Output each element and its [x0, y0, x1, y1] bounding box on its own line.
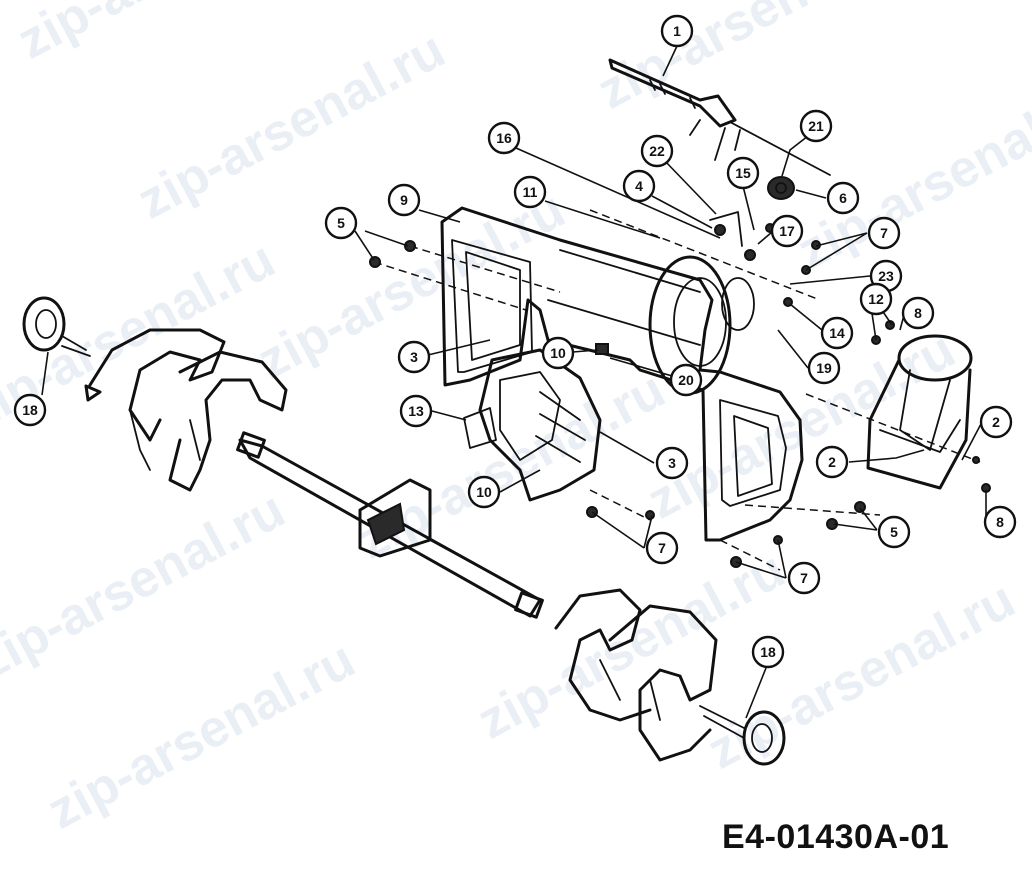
callout-1: 1 [660, 14, 694, 48]
parts-drawing [22, 45, 991, 766]
callout-2: 2 [979, 405, 1013, 439]
svg-text:5: 5 [890, 524, 898, 540]
callout-13: 13 [399, 394, 433, 428]
svg-text:15: 15 [735, 165, 751, 181]
svg-text:10: 10 [476, 484, 492, 500]
callout-7: 7 [867, 216, 901, 250]
callouts: 1 21 16 22 15 6 4 11 9 5 17 7 23 12 8 14… [13, 14, 1017, 669]
watermark: zip-arsenal.ru [348, 361, 674, 571]
svg-text:23: 23 [878, 268, 894, 284]
callout-15: 15 [726, 156, 760, 190]
callout-8: 8 [983, 505, 1017, 539]
svg-text:18: 18 [22, 402, 38, 418]
svg-text:13: 13 [408, 403, 424, 419]
svg-text:20: 20 [678, 372, 694, 388]
callout-10: 10 [541, 336, 575, 370]
svg-text:8: 8 [914, 305, 922, 321]
leader-lines [41, 45, 987, 719]
callout-5: 5 [877, 515, 911, 549]
callout-16: 16 [487, 121, 521, 155]
callout-4: 4 [622, 169, 656, 203]
callout-9: 9 [387, 183, 421, 217]
svg-text:2: 2 [828, 454, 836, 470]
svg-text:19: 19 [816, 360, 832, 376]
callout-3: 3 [397, 340, 431, 374]
callout-8: 8 [901, 296, 935, 330]
callout-2: 2 [815, 445, 849, 479]
callout-18: 18 [751, 635, 785, 669]
callout-11: 11 [513, 175, 547, 209]
svg-text:18: 18 [760, 644, 776, 660]
svg-text:3: 3 [410, 349, 418, 365]
svg-text:11: 11 [523, 184, 538, 200]
svg-text:7: 7 [658, 540, 666, 556]
svg-text:16: 16 [496, 130, 512, 146]
callout-19: 19 [807, 351, 841, 385]
callout-5: 5 [324, 206, 358, 240]
watermark: zip-arsenal.ru [8, 0, 334, 71]
right-bearing-flange [699, 705, 786, 766]
svg-text:22: 22 [649, 143, 665, 159]
callout-12: 12 [859, 282, 893, 316]
svg-text:6: 6 [839, 190, 847, 206]
callout-22: 22 [640, 134, 674, 168]
discharge-chute [866, 334, 973, 490]
watermark-layer: zip-arsenal.ru zip-arsenal.ru zip-arsena… [0, 0, 1032, 841]
callout-21: 21 [799, 109, 833, 143]
svg-text:1: 1 [673, 23, 681, 39]
svg-text:5: 5 [337, 215, 345, 231]
svg-text:14: 14 [829, 325, 845, 341]
hardware [369, 211, 991, 568]
assembly-lines [373, 209, 981, 571]
bearing [767, 176, 795, 200]
svg-text:10: 10 [550, 345, 566, 361]
svg-text:7: 7 [800, 570, 808, 586]
svg-text:21: 21 [808, 118, 824, 134]
callout-3: 3 [655, 446, 689, 480]
right-auger [554, 588, 718, 762]
svg-text:17: 17 [779, 223, 795, 239]
callout-10: 10 [467, 475, 501, 509]
svg-text:4: 4 [635, 178, 643, 194]
svg-text:12: 12 [868, 291, 884, 307]
watermark: zip-arsenal.ru [788, 71, 1032, 281]
drawing-code: E4-01430A-01 [722, 818, 950, 856]
drive-shaft [608, 58, 831, 176]
callout-14: 14 [820, 316, 854, 350]
callout-20: 20 [669, 363, 703, 397]
watermark: zip-arsenal.ru [588, 0, 914, 121]
svg-text:2: 2 [992, 414, 1000, 430]
callout-7: 7 [787, 561, 821, 595]
callout-6: 6 [826, 181, 860, 215]
auger-housing [440, 206, 804, 542]
callout-18: 18 [13, 393, 47, 427]
watermark: zip-arsenal.ru [0, 481, 294, 691]
watermark: zip-arsenal.ru [38, 631, 364, 841]
callout-7: 7 [645, 531, 679, 565]
callout-17: 17 [770, 214, 804, 248]
auger-shaft [236, 431, 544, 619]
svg-text:9: 9 [400, 192, 408, 208]
impeller [463, 348, 602, 502]
left-bearing-flange [22, 296, 91, 357]
left-auger [84, 328, 288, 492]
svg-text:3: 3 [668, 455, 676, 471]
svg-text:7: 7 [880, 225, 888, 241]
svg-text:8: 8 [996, 514, 1004, 530]
